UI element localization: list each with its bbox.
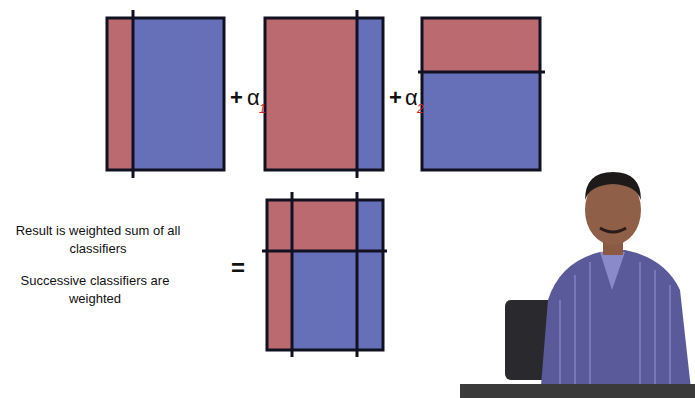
- plus-sign: +: [230, 86, 243, 110]
- classifier-1: [107, 10, 224, 178]
- classifier-2: [265, 10, 383, 178]
- combined-classifier: [262, 192, 387, 357]
- lecturer: [460, 172, 695, 398]
- weight-subscript: 2: [417, 103, 424, 116]
- caption-text: Result is weighted sum of all classifier…: [6, 222, 190, 258]
- classifier-3: [418, 18, 545, 170]
- equals-sign: =: [231, 255, 245, 281]
- weight-symbol: α: [405, 86, 418, 110]
- plus-sign: +: [389, 86, 402, 110]
- caption-text: Successive classifiers are weighted: [14, 272, 176, 308]
- weight-subscript: 1: [259, 103, 266, 116]
- weight-symbol: α: [247, 86, 260, 110]
